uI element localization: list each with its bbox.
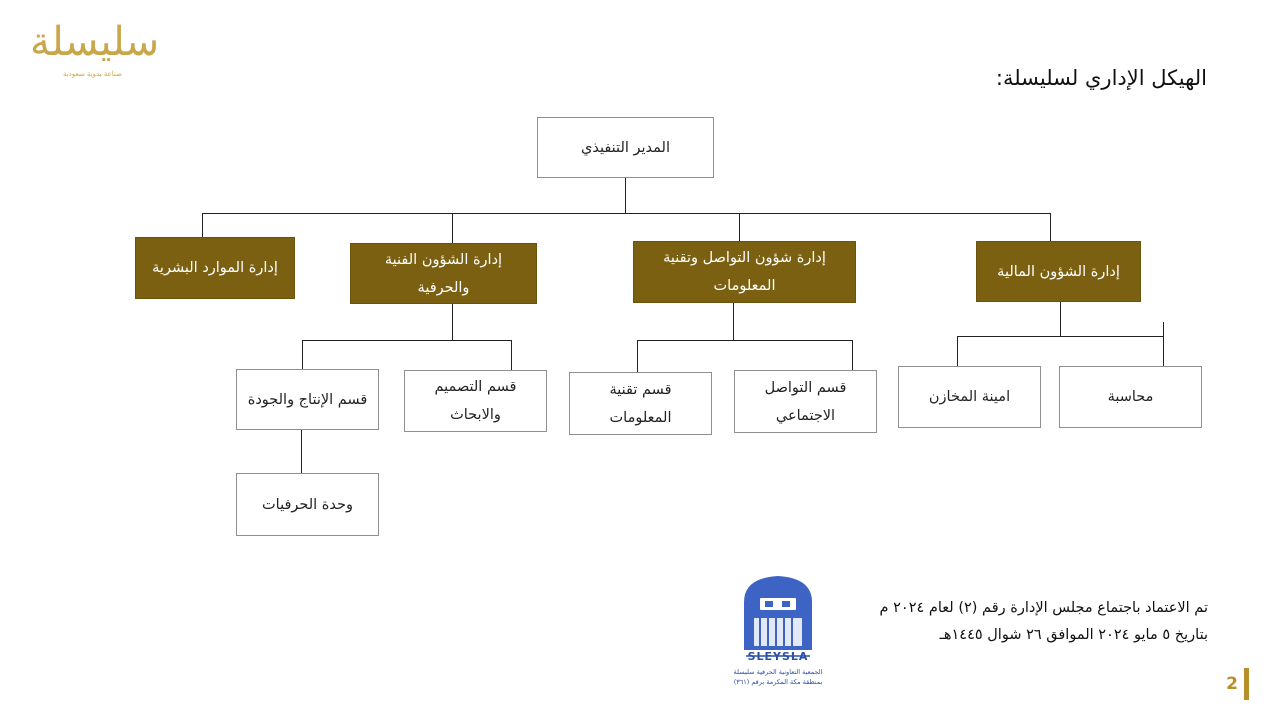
connector: [1163, 322, 1164, 366]
connector: [202, 213, 203, 238]
node-label: إدارة الموارد البشرية: [152, 260, 278, 276]
brand-logo: سليسلة: [30, 19, 160, 65]
node-label: قسم التصميم والابحاث: [434, 379, 517, 423]
node-arts: إدارة الشؤون الفنية والحرفية: [350, 243, 537, 304]
node-finance: إدارة الشؤون المالية: [976, 241, 1141, 302]
node-hr: إدارة الموارد البشرية: [135, 237, 295, 299]
connector: [452, 213, 453, 243]
connector: [1060, 302, 1061, 337]
node-label: قسم التواصل الاجتماعي: [764, 379, 847, 424]
node-label: المدير التنفيذي: [581, 139, 670, 156]
node-social-media: قسم التواصل الاجتماعي: [734, 370, 877, 433]
node-label: قسم الإنتاج والجودة: [247, 391, 368, 408]
connector: [452, 304, 453, 341]
node-production-quality: قسم الإنتاج والجودة: [236, 369, 379, 430]
node-label: محاسبة: [1107, 389, 1154, 405]
connector: [625, 178, 626, 214]
connector: [957, 336, 958, 366]
approval-line-2: بتاريخ ٥ مايو ٢٠٢٤ الموافق ٢٦ شوال ١٤٤٥ه…: [939, 627, 1208, 643]
node-label: امينة المخازن: [928, 389, 1011, 405]
brand-tagline: صناعة يدوية سعودية: [63, 70, 122, 78]
page-accent-bar: [1244, 668, 1249, 700]
node-crafts-unit: وحدة الحرفيات: [236, 473, 379, 536]
node-label: وحدة الحرفيات: [262, 496, 353, 513]
connector: [957, 336, 1164, 337]
stamp-caption-1: الجمعية التعاونية الحرفية سليسلة: [733, 668, 823, 676]
connector: [852, 340, 853, 371]
node-label: إدارة الشؤون الفنية والحرفية: [384, 251, 503, 296]
connector: [637, 340, 853, 341]
connector: [302, 340, 303, 369]
node-comm-it: إدارة شؤون التواصل وتقنية المعلومات: [633, 241, 856, 303]
connector: [733, 303, 734, 341]
node-label: إدارة شؤون التواصل وتقنية المعلومات: [663, 250, 826, 294]
connector: [1050, 213, 1051, 243]
connector: [302, 340, 512, 341]
node-label: قسم تقنية المعلومات: [609, 381, 672, 426]
node-warehouse: امينة المخازن: [898, 366, 1041, 428]
connector: [637, 340, 638, 373]
page-number: 2: [1226, 674, 1238, 694]
page-title: الهيكل الإداري لسليسلة:: [995, 66, 1207, 90]
cooperative-stamp-icon: [744, 576, 812, 657]
connector: [739, 213, 740, 243]
stamp-label: SLEYSLA: [747, 650, 809, 663]
node-label: إدارة الشؤون المالية: [997, 263, 1120, 280]
connector: [511, 340, 512, 370]
node-accounting: محاسبة: [1059, 366, 1202, 428]
node-ceo: المدير التنفيذي: [537, 117, 714, 178]
node-design-research: قسم التصميم والابحاث: [404, 370, 547, 432]
connector: [301, 430, 302, 474]
connector: [202, 213, 1051, 214]
node-it: قسم تقنية المعلومات: [569, 372, 712, 435]
stamp-caption-2: بمنطقة مكة المكرمة برقم (٣٦١): [733, 678, 823, 686]
approval-line-1: تم الاعتماد باجتماع مجلس الإدارة رقم (٢)…: [879, 600, 1208, 616]
